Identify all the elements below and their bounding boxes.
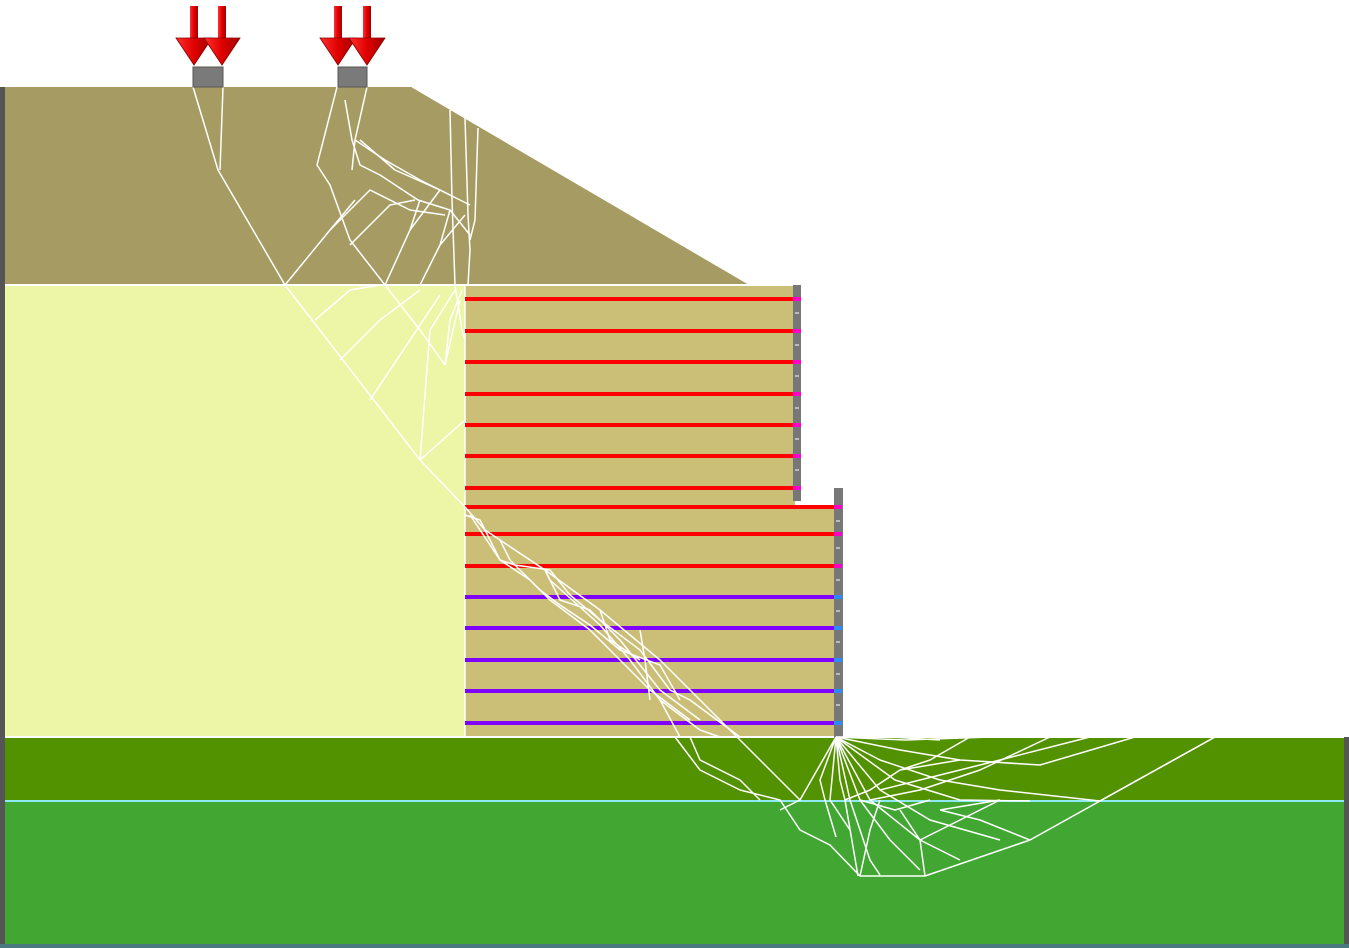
- upper-soil-layer[interactable]: [5, 87, 750, 285]
- facing-connection-13: [834, 658, 842, 662]
- facing-connection-15: [834, 721, 842, 725]
- left-boundary: [0, 87, 5, 947]
- surcharge-load-1[interactable]: [175, 6, 241, 88]
- model-boundaries: [0, 87, 1349, 948]
- facing-connection-7: [793, 486, 801, 490]
- facing-connection-8: [834, 505, 842, 509]
- soil-layers: [5, 87, 1345, 945]
- surcharge-load-2[interactable]: [319, 6, 386, 88]
- middle-soil-layer[interactable]: [5, 285, 465, 737]
- facing-connection-2: [793, 329, 801, 333]
- load-footing-1: [192, 66, 224, 88]
- facing-connection-5: [793, 423, 801, 427]
- facing-connection-14: [834, 689, 842, 693]
- facing-connection-6: [793, 454, 801, 458]
- facing-connection-3: [793, 360, 801, 364]
- facing-connection-11: [834, 595, 842, 599]
- right-boundary: [1344, 737, 1349, 947]
- failure-mechanism: [192, 86, 1216, 877]
- reinforcement-group: [465, 297, 836, 725]
- facing-connection-1: [793, 297, 801, 301]
- reinforced-soil-block[interactable]: [465, 285, 836, 737]
- foundation-layer-saturated[interactable]: [5, 801, 1345, 945]
- lower-wall-facing[interactable]: [834, 488, 843, 738]
- bottom-boundary: [0, 944, 1349, 948]
- load-footing-2: [337, 66, 368, 88]
- load-arrow-1a: [175, 6, 213, 66]
- facing-connection-12: [834, 626, 842, 630]
- load-arrow-1b: [203, 6, 241, 66]
- facing-connection-10: [834, 564, 842, 568]
- load-arrow-2a: [319, 6, 357, 66]
- facing-connection-4: [793, 392, 801, 396]
- facing-ticks: [793, 297, 842, 738]
- load-arrow-2b: [348, 6, 386, 66]
- foundation-layer-dry[interactable]: [5, 737, 1345, 801]
- facing-connection-9: [834, 532, 842, 536]
